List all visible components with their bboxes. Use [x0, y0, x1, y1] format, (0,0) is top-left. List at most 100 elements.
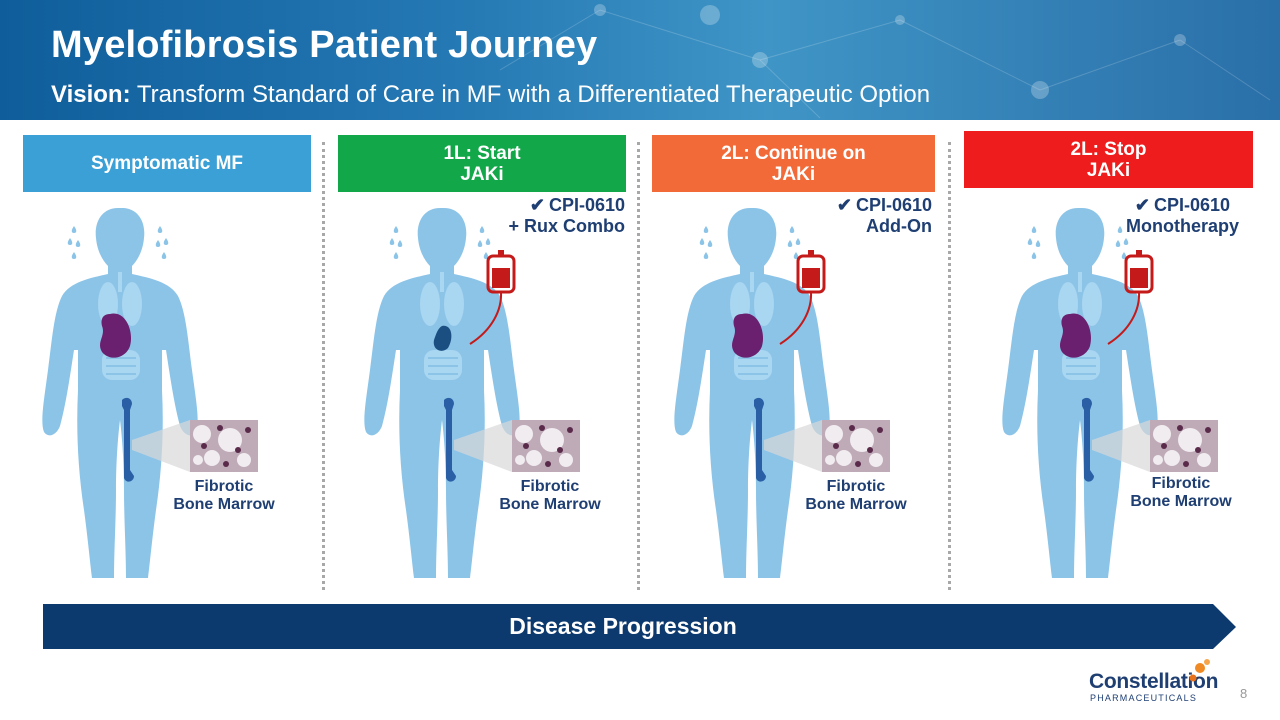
marrow-nucleus	[201, 443, 207, 449]
marrow-cell	[515, 425, 533, 443]
sweat-drop	[1031, 252, 1037, 259]
bone-marrow-image	[1150, 420, 1218, 472]
treatment-label-monotherapy: ✔CPI-0610 Monotherapy	[1115, 195, 1250, 237]
marrow-cell	[526, 450, 542, 466]
lung-right	[754, 282, 774, 326]
marrow-cell	[836, 450, 852, 466]
sweat-drop	[483, 252, 489, 259]
iv-bag-top	[498, 250, 504, 256]
marrow-cell	[825, 425, 843, 443]
sweat-drop	[703, 226, 709, 233]
lung-right	[1082, 282, 1102, 326]
marrow-nucleus	[539, 425, 545, 431]
marrow-cell	[204, 450, 220, 466]
stage-label: JAKi	[1086, 159, 1131, 181]
treatment-detail: + Rux Combo	[508, 216, 625, 236]
femur-bone	[444, 397, 456, 482]
lung-right	[122, 282, 142, 326]
sweat-drop	[71, 226, 77, 233]
stage-label: Symptomatic MF	[90, 153, 244, 174]
iv-line	[779, 291, 813, 345]
marrow-cell	[193, 455, 203, 465]
intestine-folds	[1066, 357, 1096, 375]
marrow-nucleus	[1177, 425, 1183, 431]
marrow-cell	[1164, 450, 1180, 466]
sweat-drop	[1123, 238, 1129, 245]
sweat-drop	[71, 252, 77, 259]
body-figure	[42, 208, 258, 578]
zoom-wedge	[132, 420, 190, 472]
network-background	[499, 4, 1271, 119]
iv-bag-icon	[469, 250, 516, 345]
iv-bag-fluid	[802, 268, 820, 288]
body-silhouette	[364, 208, 520, 578]
bone-marrow-image	[822, 420, 890, 472]
trachea	[440, 272, 444, 292]
iv-line	[469, 291, 503, 345]
marrow-nucleus	[855, 461, 861, 467]
femur-bone	[122, 397, 134, 482]
bone-marrow-image	[512, 420, 580, 472]
lung-left	[420, 282, 440, 326]
marrow-nucleus	[223, 461, 229, 467]
sweat-drop	[161, 252, 167, 259]
sweat-drop	[707, 240, 713, 247]
sweat-drop	[485, 238, 491, 245]
marrow-cell	[515, 455, 525, 465]
sweat-drop	[1115, 240, 1121, 247]
marrow-nucleus	[217, 425, 223, 431]
page-title: Myelofibrosis Patient Journey	[51, 24, 598, 66]
marrow-cell	[237, 453, 251, 467]
marrow-nucleus	[1195, 447, 1201, 453]
body-figure	[674, 208, 890, 578]
marrow-nucleus	[545, 461, 551, 467]
zoom-wedge	[454, 420, 512, 472]
marrow-nucleus	[1205, 427, 1211, 433]
sweat-drop	[393, 252, 399, 259]
patient-figure-2l-stop	[1002, 208, 1218, 578]
sweat-drop	[787, 240, 793, 247]
header-banner: Myelofibrosis Patient Journey Vision: Tr…	[0, 0, 1280, 120]
trachea	[750, 272, 754, 292]
iv-bag-icon	[779, 250, 826, 345]
iv-bag-fluid	[1130, 268, 1148, 288]
marrow-cell	[1153, 455, 1163, 465]
sweat-drop	[67, 238, 73, 245]
sweat-drop	[163, 238, 169, 245]
check-icon: ✔	[836, 195, 852, 215]
marrow-cell	[825, 455, 835, 465]
sweat-drop	[389, 238, 395, 245]
sweat-drop	[793, 252, 799, 259]
spleen-enlarged	[732, 313, 764, 358]
disease-progression-label: Disease Progression	[509, 613, 737, 639]
iv-bag-top	[808, 250, 814, 256]
treatment-label-combo: ✔CPI-0610 + Rux Combo	[470, 195, 625, 237]
stage-2l-stop-box: 2L: Stop JAKi	[964, 131, 1253, 188]
body-silhouette	[42, 208, 198, 578]
sweat-drop	[397, 240, 403, 247]
subtitle-lead: Vision:	[51, 81, 131, 108]
marrow-cell	[193, 425, 211, 443]
marrow-nucleus	[867, 447, 873, 453]
treatment-drug: CPI-0610	[1154, 195, 1231, 215]
treatment-label-addon: ✔CPI-0610 Add-On	[780, 195, 932, 237]
femur-bone	[754, 397, 766, 482]
sweat-drop	[1121, 252, 1127, 259]
column-divider	[637, 142, 640, 590]
body-silhouette	[1002, 208, 1158, 578]
company-logo-subtext: PHARMACEUTICALS	[1090, 693, 1198, 703]
check-icon: ✔	[529, 195, 545, 215]
sweat-drop	[789, 226, 795, 233]
spleen-enlarged	[1060, 313, 1092, 358]
sweat-drop	[75, 240, 81, 247]
stage-label: JAKi	[460, 163, 504, 185]
lung-right	[444, 282, 464, 326]
treatment-detail: Monotherapy	[1125, 216, 1239, 236]
femur-bone	[1082, 397, 1094, 482]
marrow-cell	[559, 453, 573, 467]
bone-marrow-image	[190, 420, 258, 472]
sweat-drop	[1117, 226, 1123, 233]
body-silhouette	[674, 208, 830, 578]
